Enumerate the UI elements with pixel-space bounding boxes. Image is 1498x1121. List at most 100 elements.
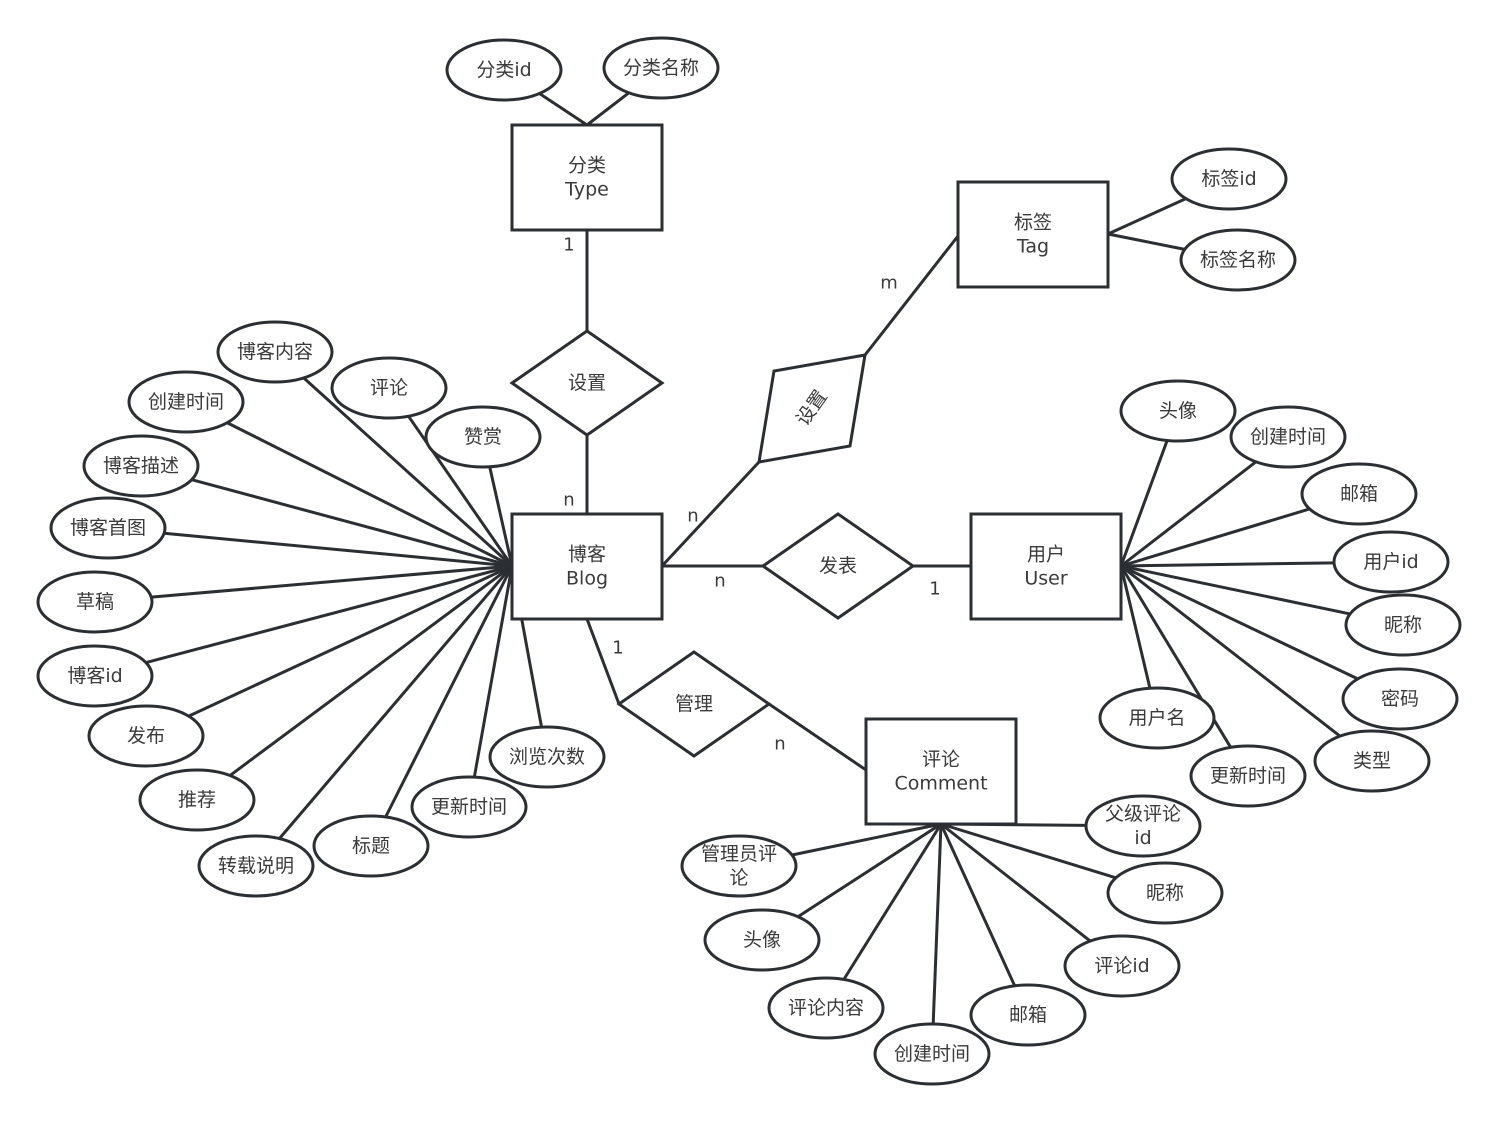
- shapes-layer: [36, 36, 1462, 1086]
- edge-comment-attr-1: [790, 822, 943, 857]
- edge-blog-attr-1: [225, 421, 514, 568]
- entity-comment: [864, 717, 1018, 826]
- attribute-comment-5: [767, 976, 885, 1040]
- edge-blog-attr-12: [472, 564, 514, 779]
- entity-user-label-en: User: [1024, 568, 1067, 590]
- attribute-user-0-label: 头像: [1159, 400, 1197, 422]
- attribute-user-3: [1332, 530, 1450, 594]
- attribute-user-2-label: 邮箱: [1340, 483, 1378, 505]
- label-line: 父级评论: [1105, 803, 1181, 825]
- attribute-blog-9: [138, 768, 256, 832]
- edge-user-attr-2: [1119, 507, 1312, 568]
- attribute-user-8-label: 更新时间: [1210, 765, 1286, 787]
- cardinality-type-side: 1: [563, 235, 574, 256]
- attribute-comment-3: [703, 908, 821, 972]
- attribute-blog-10-label: 转载说明: [218, 855, 294, 877]
- attribute-comment-1-label: 管理员评论: [701, 843, 777, 889]
- edge-comment-attr-4: [939, 822, 1092, 943]
- attribute-user-5-label: 密码: [1381, 688, 1419, 710]
- edge-blog-attr-3: [488, 465, 514, 568]
- entity-user-label-zh: 用户: [1027, 544, 1065, 566]
- attribute-blog-11-label: 标题: [352, 835, 390, 857]
- attribute-blog-12-label: 更新时间: [431, 796, 507, 818]
- attribute-comment-2: [1106, 861, 1224, 925]
- attribute-blog-7: [36, 644, 154, 708]
- attribute-blog-4-label: 博客描述: [103, 455, 179, 477]
- edge-user-attr-3: [1119, 561, 1336, 568]
- attribute-tag-1-label: 标签名称: [1200, 249, 1276, 271]
- attribute-blog-5-label: 博客首图: [70, 517, 146, 539]
- cardinality-comment-side: n: [774, 734, 785, 755]
- edges-layer: [144, 91, 1360, 1026]
- edge-type-attr-1: [585, 91, 631, 127]
- attribute-comment-7: [873, 1022, 991, 1086]
- labels-layer: 分类Type标签Tag博客Blog用户User评论Comment设置设置发表管理…: [67, 57, 1422, 1065]
- edge-blog-tag-settings: [660, 460, 761, 568]
- entity-comment-label-en: Comment: [894, 773, 987, 795]
- attribute-blog-7-label: 博客id: [67, 665, 122, 687]
- edge-comment-attr-3: [796, 822, 943, 919]
- attribute-blog-8-label: 发布: [127, 725, 165, 747]
- attribute-blog-8: [87, 704, 205, 768]
- attribute-user-8: [1189, 744, 1307, 808]
- attribute-type-1: [602, 36, 720, 100]
- attribute-blog-11: [312, 814, 430, 878]
- attribute-user-0: [1119, 379, 1237, 443]
- cardinality-blog-tag-side: n: [687, 506, 698, 527]
- edge-user-attr-6: [1119, 564, 1342, 738]
- attribute-user-6: [1313, 729, 1431, 793]
- attribute-user-1: [1229, 405, 1347, 469]
- attribute-blog-10: [197, 834, 315, 898]
- edge-tag-attr-1: [1106, 232, 1187, 251]
- attribute-blog-6: [36, 570, 154, 634]
- entity-blog-label-zh: 博客: [568, 544, 606, 566]
- attribute-tag-0-label: 标签id: [1201, 168, 1256, 190]
- attribute-user-4: [1344, 593, 1462, 657]
- edge-blog-attr-10: [277, 564, 514, 841]
- edge-user-attr-4: [1119, 564, 1352, 616]
- edge-blog-attr-9: [228, 564, 514, 778]
- attribute-blog-13: [488, 725, 606, 789]
- relationship-blog_comment-label: 管理: [675, 693, 713, 715]
- entity-user: [969, 512, 1123, 621]
- attribute-type-0-label: 分类id: [476, 59, 531, 81]
- attribute-comment-6: [969, 983, 1087, 1047]
- entity-tag-label-en: Tag: [1016, 236, 1049, 258]
- attribute-user-7: [1098, 686, 1216, 750]
- attribute-blog-6-label: 草稿: [76, 591, 114, 613]
- label-line: 论: [729, 867, 748, 889]
- entity-tag-label-zh: 标签: [1014, 212, 1052, 234]
- edge-comment-attr-2: [939, 822, 1118, 880]
- edge-blog-attr-5: [162, 531, 514, 568]
- edge-blog-manage: [585, 617, 621, 706]
- edge-type-attr-0: [537, 91, 589, 127]
- attribute-blog-12: [410, 775, 528, 839]
- attribute-comment-2-label: 昵称: [1146, 882, 1184, 904]
- attribute-comment-3-label: 头像: [743, 929, 781, 951]
- edge-user-attr-5: [1119, 564, 1360, 681]
- attribute-user-6-label: 类型: [1353, 750, 1391, 772]
- edge-user-attr-0: [1119, 438, 1169, 568]
- attribute-blog-3: [424, 405, 542, 469]
- attribute-blog-5: [49, 496, 167, 560]
- edge-user-attr-7: [1119, 564, 1152, 690]
- attribute-user-3-label: 用户id: [1363, 551, 1418, 573]
- attribute-comment-4: [1063, 934, 1181, 998]
- attribute-blog-1-label: 创建时间: [148, 391, 224, 413]
- label-line: 管理员评: [701, 843, 777, 865]
- attribute-user-4-label: 昵称: [1384, 614, 1422, 636]
- attribute-blog-13-label: 浏览次数: [509, 746, 585, 768]
- cardinality-blog-comment-side: 1: [612, 638, 623, 659]
- attribute-tag-0: [1170, 147, 1288, 211]
- cardinality-blog-type-side: n: [563, 490, 574, 511]
- relationship-blog_tag: [757, 353, 867, 464]
- entity-type: [510, 123, 664, 232]
- relationship-blog_user: [760, 512, 916, 620]
- edge-blog-attr-8: [187, 564, 514, 718]
- cardinality-user-side: 1: [929, 579, 940, 600]
- label-line: id: [1134, 827, 1151, 849]
- edge-tag-settings-tag: [863, 234, 960, 357]
- entity-type-label-en: Type: [564, 179, 609, 201]
- attribute-comment-5-label: 评论内容: [788, 997, 864, 1019]
